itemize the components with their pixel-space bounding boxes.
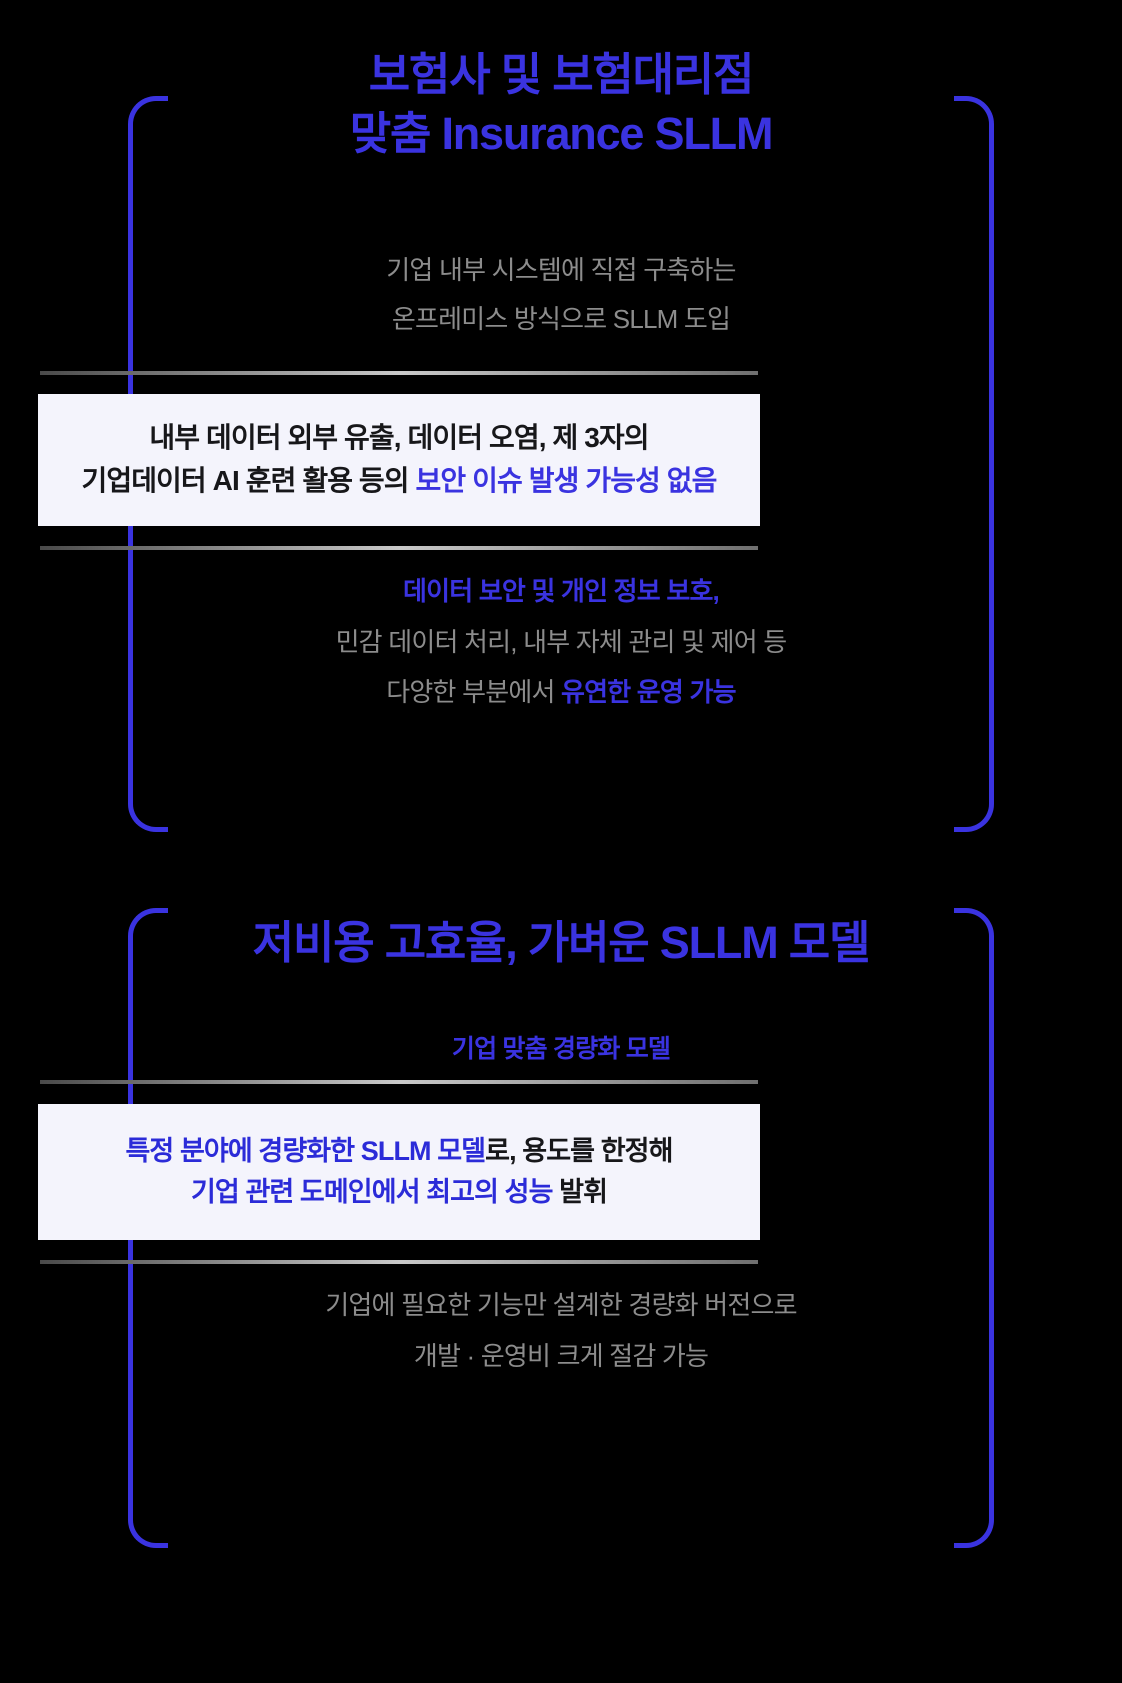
section1-outro-line2: 민감 데이터 처리, 내부 자체 관리 및 제어 등	[335, 626, 788, 657]
section2-outro: 기업에 필요한 기능만 설계한 경량화 버전으로 개발 · 운영비 크게 절감 …	[0, 1280, 1122, 1381]
section2-outro-line2: 개발 · 운영비 크게 절감 가능	[413, 1340, 709, 1371]
section1-outro-line3-highlight: 유연한 운영 가능	[561, 677, 737, 708]
section2-box-line2-highlight: 기업 관련 도메인에서 최고의 성능	[190, 1177, 553, 1207]
divider-bottom-2	[40, 1260, 758, 1264]
section2-box-line2-plain: 발휘	[552, 1177, 608, 1207]
section1-highlight-box: 내부 데이터 외부 유출, 데이터 오염, 제 3자의 기업데이터 AI 훈련 …	[38, 394, 760, 526]
section2-box-line1-plain: 로, 용도를 한정해	[485, 1135, 673, 1166]
section1-title: 보험사 및 보험대리점 맞춤 Insurance SLLM	[0, 46, 1122, 163]
section2-highlight-box: 특정 분야에 경량화한 SLLM 모델로, 용도를 한정해 기업 관련 도메인에…	[38, 1104, 760, 1240]
section1-lead: 기업 내부 시스템에 직접 구축하는 온프레미스 방식으로 SLLM 도입	[0, 246, 1122, 344]
section2-box-line1-highlight: 특정 분야에 경량화한 SLLM 모델	[125, 1135, 486, 1166]
section1-lead-line2: 온프레미스 방식으로 SLLM 도입	[391, 303, 731, 334]
section-lightweight-sllm: 저비용 고효율, 가벼운 SLLM 모델 기업 맞춤 경량화 모델 특정 분야에…	[0, 908, 1122, 1548]
section2-title-line1: 저비용 고효율, 가벼운 SLLM 모델	[252, 917, 871, 968]
section1-outro-line3: 다양한 부분에서 유연한 운영 가능	[0, 667, 1122, 718]
section-insurance-sllm: 보험사 및 보험대리점 맞춤 Insurance SLLM 기업 내부 시스템에…	[0, 49, 1122, 832]
divider-bottom-1	[40, 546, 758, 550]
section2-title: 저비용 고효율, 가벼운 SLLM 모델	[0, 914, 1122, 973]
section1-box-line2: 기업데이터 AI 훈련 활용 등의 보안 이슈 발생 가능성 없음	[81, 460, 718, 503]
section2-box-line2: 기업 관련 도메인에서 최고의 성능 발휘	[190, 1172, 608, 1213]
section1-title-line1: 보험사 및 보험대리점	[368, 49, 755, 100]
section1-outro-line3-plain: 다양한 부분에서	[386, 677, 561, 708]
section1-box-line1: 내부 데이터 외부 유출, 데이터 오염, 제 3자의	[149, 422, 649, 454]
divider-top-1	[40, 371, 758, 375]
section1-outro: 데이터 보안 및 개인 정보 보호, 민감 데이터 처리, 내부 자체 관리 및…	[0, 566, 1122, 718]
section1-outro-line1: 데이터 보안 및 개인 정보 보호,	[403, 576, 720, 606]
divider-top-2	[40, 1080, 758, 1084]
section2-subtitle: 기업 맞춤 경량화 모델	[0, 1026, 1122, 1074]
section1-box-line2-highlight: 보안 이슈 발생 가능성 없음	[415, 465, 718, 496]
section1-box-line2-plain: 기업데이터 AI 훈련 활용 등의	[81, 465, 416, 496]
section1-lead-line1: 기업 내부 시스템에 직접 구축하는	[386, 255, 736, 285]
section1-title-line2: 맞춤 Insurance SLLM	[349, 107, 774, 159]
section2-box-line1: 특정 분야에 경량화한 SLLM 모델로, 용도를 한정해	[125, 1131, 673, 1172]
section2-subtitle-text: 기업 맞춤 경량화 모델	[451, 1035, 671, 1063]
section2-outro-line1: 기업에 필요한 기능만 설계한 경량화 버전으로	[325, 1290, 797, 1320]
